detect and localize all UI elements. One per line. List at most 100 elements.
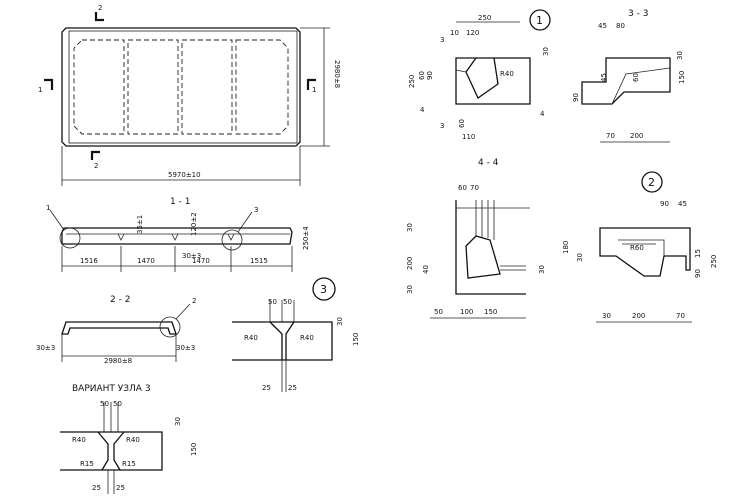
- callout-2-label: 2: [192, 297, 196, 305]
- node-2-dim-45: 45: [678, 200, 687, 208]
- node-2-dim-70: 70: [676, 312, 685, 320]
- cut-mark-2-bottom: [90, 150, 100, 160]
- section-1-1-rib-2: [171, 233, 179, 241]
- node-3-dim-h2: 150: [352, 333, 360, 346]
- node-1-dim-10: 10: [450, 29, 459, 37]
- node-2-callout-circle: [641, 171, 663, 193]
- node-1-cut-4-left: 4: [420, 106, 425, 114]
- section-1-1: 1 - 1 1 3 35±1 120±2 30±3 250±4 1516 147…: [46, 197, 310, 272]
- node-2-dim-90b: 90: [694, 269, 702, 278]
- cut-mark-1-right: [306, 78, 316, 90]
- variant-node-3-groove: [97, 431, 125, 471]
- section-3-3-title: 3 - 3: [628, 9, 648, 19]
- variant-r-top-left: R40: [72, 436, 86, 444]
- node-3-callout: 3: [320, 283, 327, 296]
- variant-node-3: ВАРИАНТ УЗЛА 3 50 50 30 150 R40 R40 R15 …: [60, 384, 198, 494]
- section-3-3-dim-80: 80: [616, 22, 625, 30]
- plan-view: 2 2 1 1 2980±8 5970±10: [38, 4, 341, 186]
- section-4-4-dim-50: 50: [434, 308, 443, 316]
- section-1-1-title: 1 - 1: [170, 197, 190, 207]
- node-2-dim-180: 180: [562, 241, 570, 254]
- variant-dim-c: 25: [92, 484, 101, 492]
- node-1-dim-90: 90: [426, 71, 434, 80]
- node-2-radius: R60: [630, 244, 644, 252]
- node-2-inner: [618, 239, 665, 256]
- section-1-1-rib-1: [117, 233, 125, 241]
- variant-dim-a: 50: [100, 400, 109, 408]
- section-2-2: 2 - 2 2 30±3 30±3 2980±8: [36, 295, 196, 365]
- callout-3-leader: [237, 211, 253, 233]
- node-1-callout: 1: [536, 14, 543, 27]
- node-1: 1 250 120 10 3 30 250 90 60 R40 4 4 3 60…: [408, 9, 551, 141]
- node-2-dim-250: 250: [710, 255, 718, 268]
- cut-mark-2-top-label: 2: [98, 4, 102, 12]
- variant-dim-h1: 30: [174, 417, 182, 426]
- node-1-step: [455, 69, 467, 73]
- plan-panel-2: [127, 39, 179, 135]
- section-3-3-dim-150: 150: [678, 71, 686, 84]
- callout-1-circle: [59, 227, 81, 249]
- section-3-3-inner: [611, 67, 671, 105]
- section-1-1-dim-2: 1470: [137, 257, 155, 265]
- cut-mark-2-top: [94, 12, 104, 22]
- node-1-cut-4-right: 4: [540, 110, 545, 118]
- section-4-4-dim-30c: 30: [538, 265, 546, 274]
- node-2: 2 90 45 R60 180 30 15 90 250 30 200 70: [562, 171, 718, 323]
- plan-panel-4: [235, 39, 289, 135]
- cut-mark-1-right-label: 1: [312, 86, 316, 94]
- joint-dim: 30±3: [182, 252, 201, 260]
- node-3-r-right: R40: [300, 334, 314, 342]
- node-2-dim-200: 200: [632, 312, 645, 320]
- section-4-4-dim-200: 200: [406, 257, 414, 270]
- section-4-4-dim-70: 70: [470, 184, 479, 192]
- variant-dim-h2: 150: [190, 443, 198, 456]
- node-3-dim-c: 25: [262, 384, 271, 392]
- cut-mark-1-left-label: 1: [38, 86, 42, 94]
- plan-outline: [61, 27, 301, 147]
- section-3-3-dim-30: 30: [676, 51, 684, 60]
- section-3-3-dim-70: 70: [606, 132, 615, 140]
- variant-r-bot-right: R15: [122, 460, 136, 468]
- node-3-groove: [269, 321, 295, 360]
- node-1-cut-3-bottom: 3: [440, 122, 444, 130]
- section-3-3-dim-45b: 45: [600, 73, 608, 82]
- node-1-rib: [465, 57, 499, 99]
- rib-height-dim: 120±2: [190, 212, 198, 236]
- callout-2-leader: [175, 303, 191, 320]
- section-2-2-title: 2 - 2: [110, 295, 130, 305]
- cut-mark-2-bottom-label: 2: [94, 162, 98, 170]
- node-1-dim-60: 60: [418, 71, 426, 80]
- node-3-dim-a: 50: [268, 298, 277, 306]
- node-1-dim-30: 30: [542, 47, 550, 56]
- node-1-dim-110: 110: [462, 133, 475, 141]
- section-2-2-dim-total: 2980±8: [104, 357, 132, 365]
- section-4-4-dim-60: 60: [458, 184, 467, 192]
- variant-dim-b: 50: [113, 400, 122, 408]
- cut-mark-1-left: [44, 78, 54, 90]
- callout-3-label: 3: [254, 206, 258, 214]
- node-2-dim-90: 90: [660, 200, 669, 208]
- node-3: 3 50 50 30 150 R40 R40 25 25: [232, 277, 360, 392]
- variant-node-3-title: ВАРИАНТ УЗЛА 3: [72, 384, 151, 394]
- section-3-3-dim-200: 200: [630, 132, 643, 140]
- plan-panel-3: [181, 39, 233, 135]
- callout-2-circle: [159, 316, 181, 338]
- section-4-4-dim-30a: 30: [406, 223, 414, 232]
- node-1-callout-circle: [529, 9, 551, 31]
- callout-1-leader: [49, 209, 65, 231]
- section-1-1-rib-3: [227, 233, 235, 241]
- variant-r-top-right: R40: [126, 436, 140, 444]
- section-3-3-dim-45: 45: [598, 22, 607, 30]
- depth-mid-dim: 35±1: [136, 215, 144, 234]
- section-4-4-hatch: [456, 200, 530, 271]
- node-1-dim-height: 250: [408, 75, 416, 88]
- node-3-dim-b: 50: [283, 298, 292, 306]
- node-2-dim-15: 15: [694, 249, 702, 258]
- section-4-4-dim-150: 150: [484, 308, 497, 316]
- plan-panel-1: [73, 39, 125, 135]
- section-1-1-dim-1: 1516: [80, 257, 98, 265]
- node-3-dim-h1: 30: [336, 317, 344, 326]
- section-1-1-dim-3: 1470: [192, 257, 210, 265]
- section-4-4-title: 4 - 4: [478, 158, 499, 168]
